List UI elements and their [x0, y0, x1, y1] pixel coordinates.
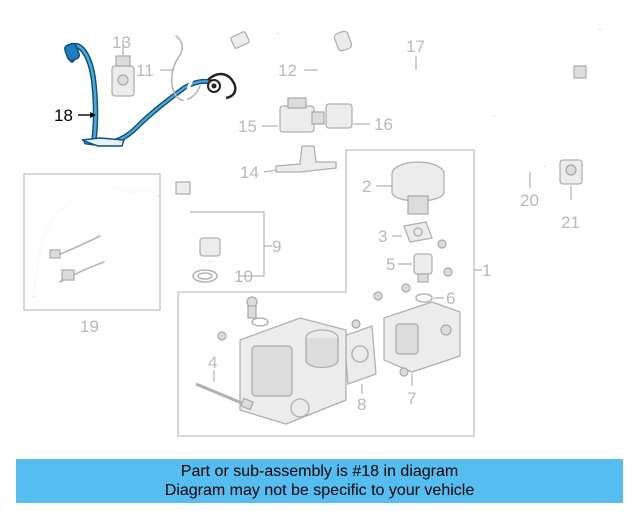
part-6-bolts	[373, 283, 444, 303]
label-3: 3	[378, 227, 387, 246]
part-18-hose[interactable]	[64, 42, 213, 147]
part-8-gasket	[343, 325, 377, 394]
part-18-connector	[207, 72, 237, 100]
part-3-gasket	[392, 221, 447, 249]
part-20-pipe	[510, 29, 602, 188]
label-7: 7	[407, 389, 416, 408]
label-14: 14	[240, 163, 259, 182]
label-6: 6	[446, 289, 455, 308]
part-18-leader	[78, 112, 96, 118]
label-9: 9	[272, 237, 281, 256]
part-21-fitting	[559, 159, 583, 200]
part-16-sensor	[325, 103, 370, 129]
box-19	[23, 173, 161, 311]
part-13-valve	[111, 40, 135, 97]
part-10-o-ring	[192, 269, 218, 283]
label-16: 16	[374, 115, 393, 134]
label-19: 19	[80, 317, 99, 336]
label-10: 10	[234, 267, 253, 286]
label-4: 4	[208, 353, 217, 372]
label-21: 21	[561, 213, 580, 232]
box-1	[177, 149, 482, 437]
label-15: 15	[238, 117, 257, 136]
label-8: 8	[357, 395, 366, 414]
part-15-valve	[262, 97, 325, 133]
info-banner: Part or sub-assembly is #18 in diagram D…	[16, 459, 623, 503]
banner-line-2: Diagram may not be specific to your vehi…	[164, 482, 475, 499]
banner-line-1: Part or sub-assembly is #18 in diagram	[180, 463, 459, 480]
part-11-tube	[160, 35, 201, 101]
label-18: 18	[54, 106, 73, 125]
part-9-pipe	[175, 31, 272, 277]
label-17: 17	[406, 37, 425, 56]
label-13: 13	[112, 33, 131, 52]
label-2: 2	[362, 177, 371, 196]
part-5-sensor	[398, 253, 453, 283]
egr-cooler	[217, 296, 361, 425]
label-1: 1	[482, 261, 491, 280]
part-7-housing	[383, 301, 461, 386]
label-12: 12	[278, 61, 297, 80]
label-11: 11	[136, 61, 154, 80]
part-4-bolt	[195, 370, 254, 411]
label-5: 5	[386, 255, 395, 274]
part-12-17-pipes	[275, 30, 502, 118]
label-20: 20	[520, 191, 539, 210]
parts-diagram: 1 2 3 4 5 6 7 8 9 10 11 12 13 14 15 16 1…	[23, 29, 602, 437]
part-2-actuator	[376, 161, 445, 215]
part-14-bracket	[263, 145, 337, 173]
